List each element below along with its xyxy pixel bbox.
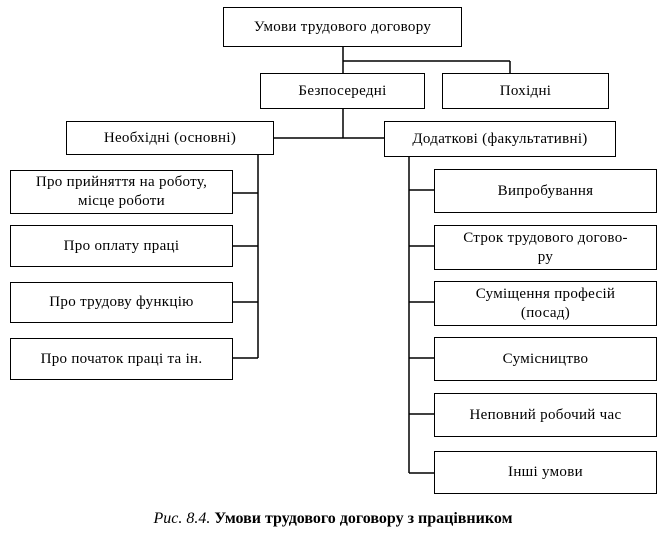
figure-caption: Рис. 8.4. Умови трудового договору з пра… <box>0 510 666 528</box>
node-additional: Додаткові (факультативні) <box>384 121 616 157</box>
additional-item: Строк трудового догово- ру <box>434 225 657 270</box>
additional-item: Сумісництво <box>434 337 657 381</box>
necessary-item: Про початок праці та ін. <box>10 338 233 380</box>
node-derived: Похідні <box>442 73 609 109</box>
node-direct: Безпосередні <box>260 73 425 109</box>
additional-item: Інші умови <box>434 451 657 494</box>
additional-item: Суміщення професій (посад) <box>434 281 657 326</box>
necessary-item: Про трудову функцію <box>10 282 233 323</box>
node-root: Умови трудового договору <box>223 7 462 47</box>
figure-number: Рис. 8.4. <box>153 510 211 527</box>
additional-item: Випробування <box>434 169 657 213</box>
figure-title: Умови трудового договору з працівником <box>214 510 513 527</box>
node-necessary: Необхідні (основні) <box>66 121 274 155</box>
necessary-item: Про прийняття на роботу, місце роботи <box>10 170 233 214</box>
necessary-item: Про оплату праці <box>10 225 233 267</box>
additional-item: Неповний робочий час <box>434 393 657 437</box>
